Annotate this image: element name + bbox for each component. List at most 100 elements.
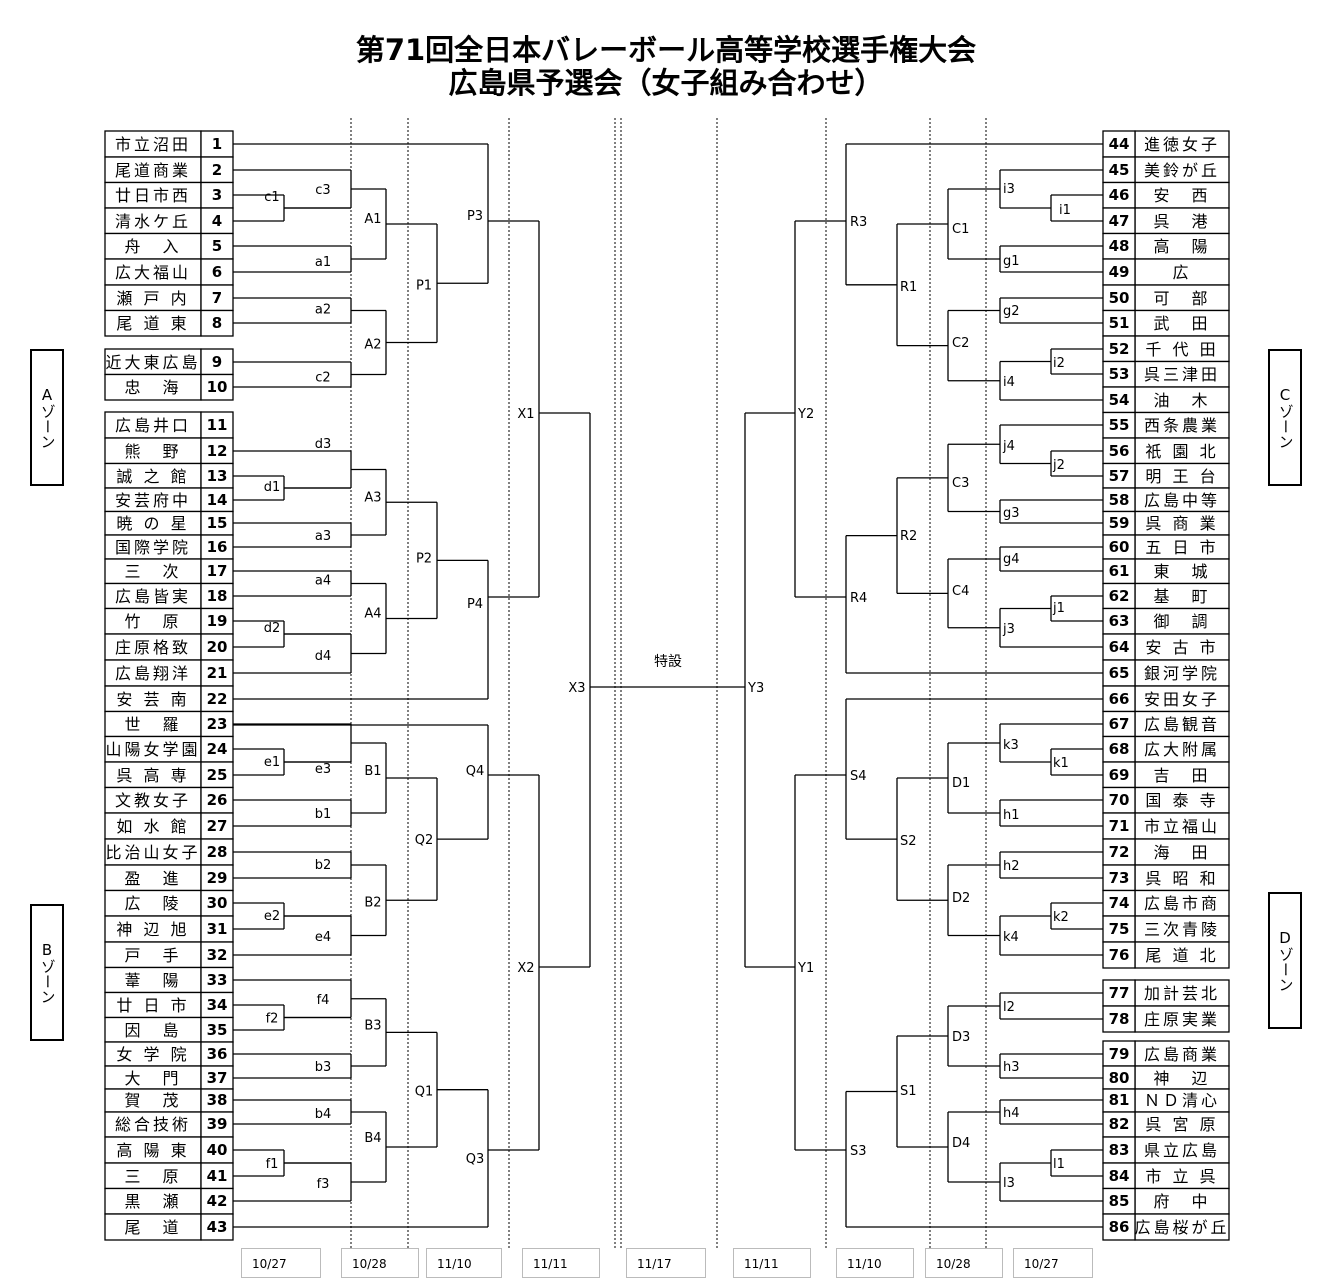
team-name: 広大附属 (1144, 740, 1220, 759)
team-name-cell (104, 633, 202, 661)
team-name: 東 城 (1153, 562, 1210, 581)
team-number: 71 (1109, 817, 1130, 835)
match-label: g3 (1003, 506, 1020, 521)
team-number: 86 (1109, 1218, 1130, 1236)
date-label: 10/27 (241, 1248, 321, 1278)
team-number: 73 (1109, 869, 1130, 887)
team-number: 39 (207, 1115, 228, 1133)
team-name-cell (1134, 335, 1230, 363)
team-number: 70 (1109, 791, 1130, 809)
team-name: 尾 道 北 (1145, 946, 1218, 965)
team-name-cell (1134, 1005, 1230, 1033)
team-number: 18 (207, 587, 228, 605)
match-label: j4 (1002, 439, 1015, 454)
match-label: a2 (315, 303, 331, 318)
team-number-cell (1102, 582, 1136, 610)
team-name: 広島皆実 (115, 587, 191, 606)
match-label: e4 (315, 930, 331, 945)
team-name-cell (104, 735, 202, 763)
team-number-cell (1102, 659, 1136, 687)
team-number: 80 (1109, 1069, 1130, 1087)
match-label: i2 (1053, 356, 1065, 371)
zone-d-box: D ゾーン (1268, 892, 1302, 1029)
team-number: 6 (212, 263, 222, 281)
team-name: 呉 港 (1153, 212, 1210, 231)
team-name: 三次青陵 (1144, 920, 1220, 939)
team-name: 世 羅 (124, 715, 181, 734)
zone-c-text: ゾーン (1276, 403, 1295, 449)
team-name: 文教女子 (115, 791, 191, 810)
zone-b-text: ゾーン (38, 958, 57, 1004)
team-number: 23 (207, 715, 228, 733)
team-number: 29 (207, 869, 228, 887)
team-name-cell (1134, 411, 1230, 439)
match-label: R3 (850, 215, 867, 230)
team-name: 高 陽 東 (116, 1141, 189, 1160)
match-label: h4 (1003, 1106, 1020, 1121)
team-number: 61 (1109, 562, 1130, 580)
team-number: 37 (207, 1069, 228, 1087)
team-name: 市立沼田 (115, 135, 191, 154)
team-name-cell (1134, 558, 1230, 585)
team-number: 53 (1109, 365, 1130, 383)
match-label: A4 (364, 607, 381, 622)
team-number: 59 (1109, 514, 1130, 532)
team-name: 山陽女学園 (105, 740, 200, 759)
team-number-cell (1102, 761, 1136, 789)
team-number-cell (200, 685, 234, 713)
team-number-cell (1102, 786, 1136, 814)
match-label: P2 (416, 551, 432, 566)
team-name: 清水ケ丘 (115, 212, 191, 231)
match-label: k1 (1053, 756, 1069, 771)
match-label: i1 (1059, 203, 1071, 218)
team-name: 府 中 (1153, 1192, 1210, 1211)
team-name: 誠 之 館 (116, 467, 189, 486)
team-number: 25 (207, 766, 228, 784)
team-number: 65 (1109, 664, 1130, 682)
team-name-cell (104, 284, 202, 312)
match-label: R2 (900, 529, 917, 544)
team-name: 市立福山 (1144, 817, 1220, 836)
team-number: 2 (212, 161, 222, 179)
team-number: 28 (207, 843, 228, 861)
round-dividers (350, 118, 987, 1248)
team-number-cell (200, 1016, 234, 1043)
team-name: 尾 道 (124, 1218, 181, 1237)
team-name-cell (1134, 864, 1230, 892)
team-number: 74 (1109, 894, 1130, 912)
team-number-cell (1102, 1213, 1136, 1241)
match-label: Q4 (466, 764, 485, 779)
team-number: 19 (207, 612, 228, 630)
team-number: 85 (1109, 1192, 1130, 1210)
team-number-cell (200, 1213, 234, 1241)
team-name-cell (104, 130, 202, 158)
match-label: a1 (315, 255, 331, 270)
match-label: k3 (1003, 738, 1019, 753)
match-label: C2 (952, 336, 969, 351)
team-number-cell (200, 941, 234, 969)
team-number: 46 (1109, 186, 1130, 204)
team-name: 神 辺 旭 (116, 920, 189, 939)
team-number: 36 (207, 1045, 228, 1063)
team-name: 海 田 (1153, 843, 1210, 862)
team-name: 可 部 (1153, 289, 1210, 308)
team-number-cell (200, 991, 234, 1019)
team-number: 81 (1109, 1091, 1130, 1109)
team-number: 51 (1109, 314, 1130, 332)
team-number: 10 (207, 378, 228, 396)
team-number-cell (1102, 130, 1136, 158)
team-number: 12 (207, 442, 228, 460)
match-label: A2 (364, 338, 381, 353)
team-name: 広島中等 (1144, 491, 1220, 510)
team-number-cell (200, 1136, 234, 1164)
match-label: S2 (900, 834, 917, 849)
match-label: k4 (1003, 930, 1019, 945)
team-name: 尾道商業 (115, 161, 191, 180)
date-label: 11/11 (733, 1248, 811, 1278)
team-number-cell (200, 607, 234, 635)
match-label: P3 (467, 209, 483, 224)
match-label: Y1 (797, 961, 814, 976)
match-label: j2 (1052, 458, 1065, 473)
team-name: 総合技術 (115, 1115, 191, 1134)
